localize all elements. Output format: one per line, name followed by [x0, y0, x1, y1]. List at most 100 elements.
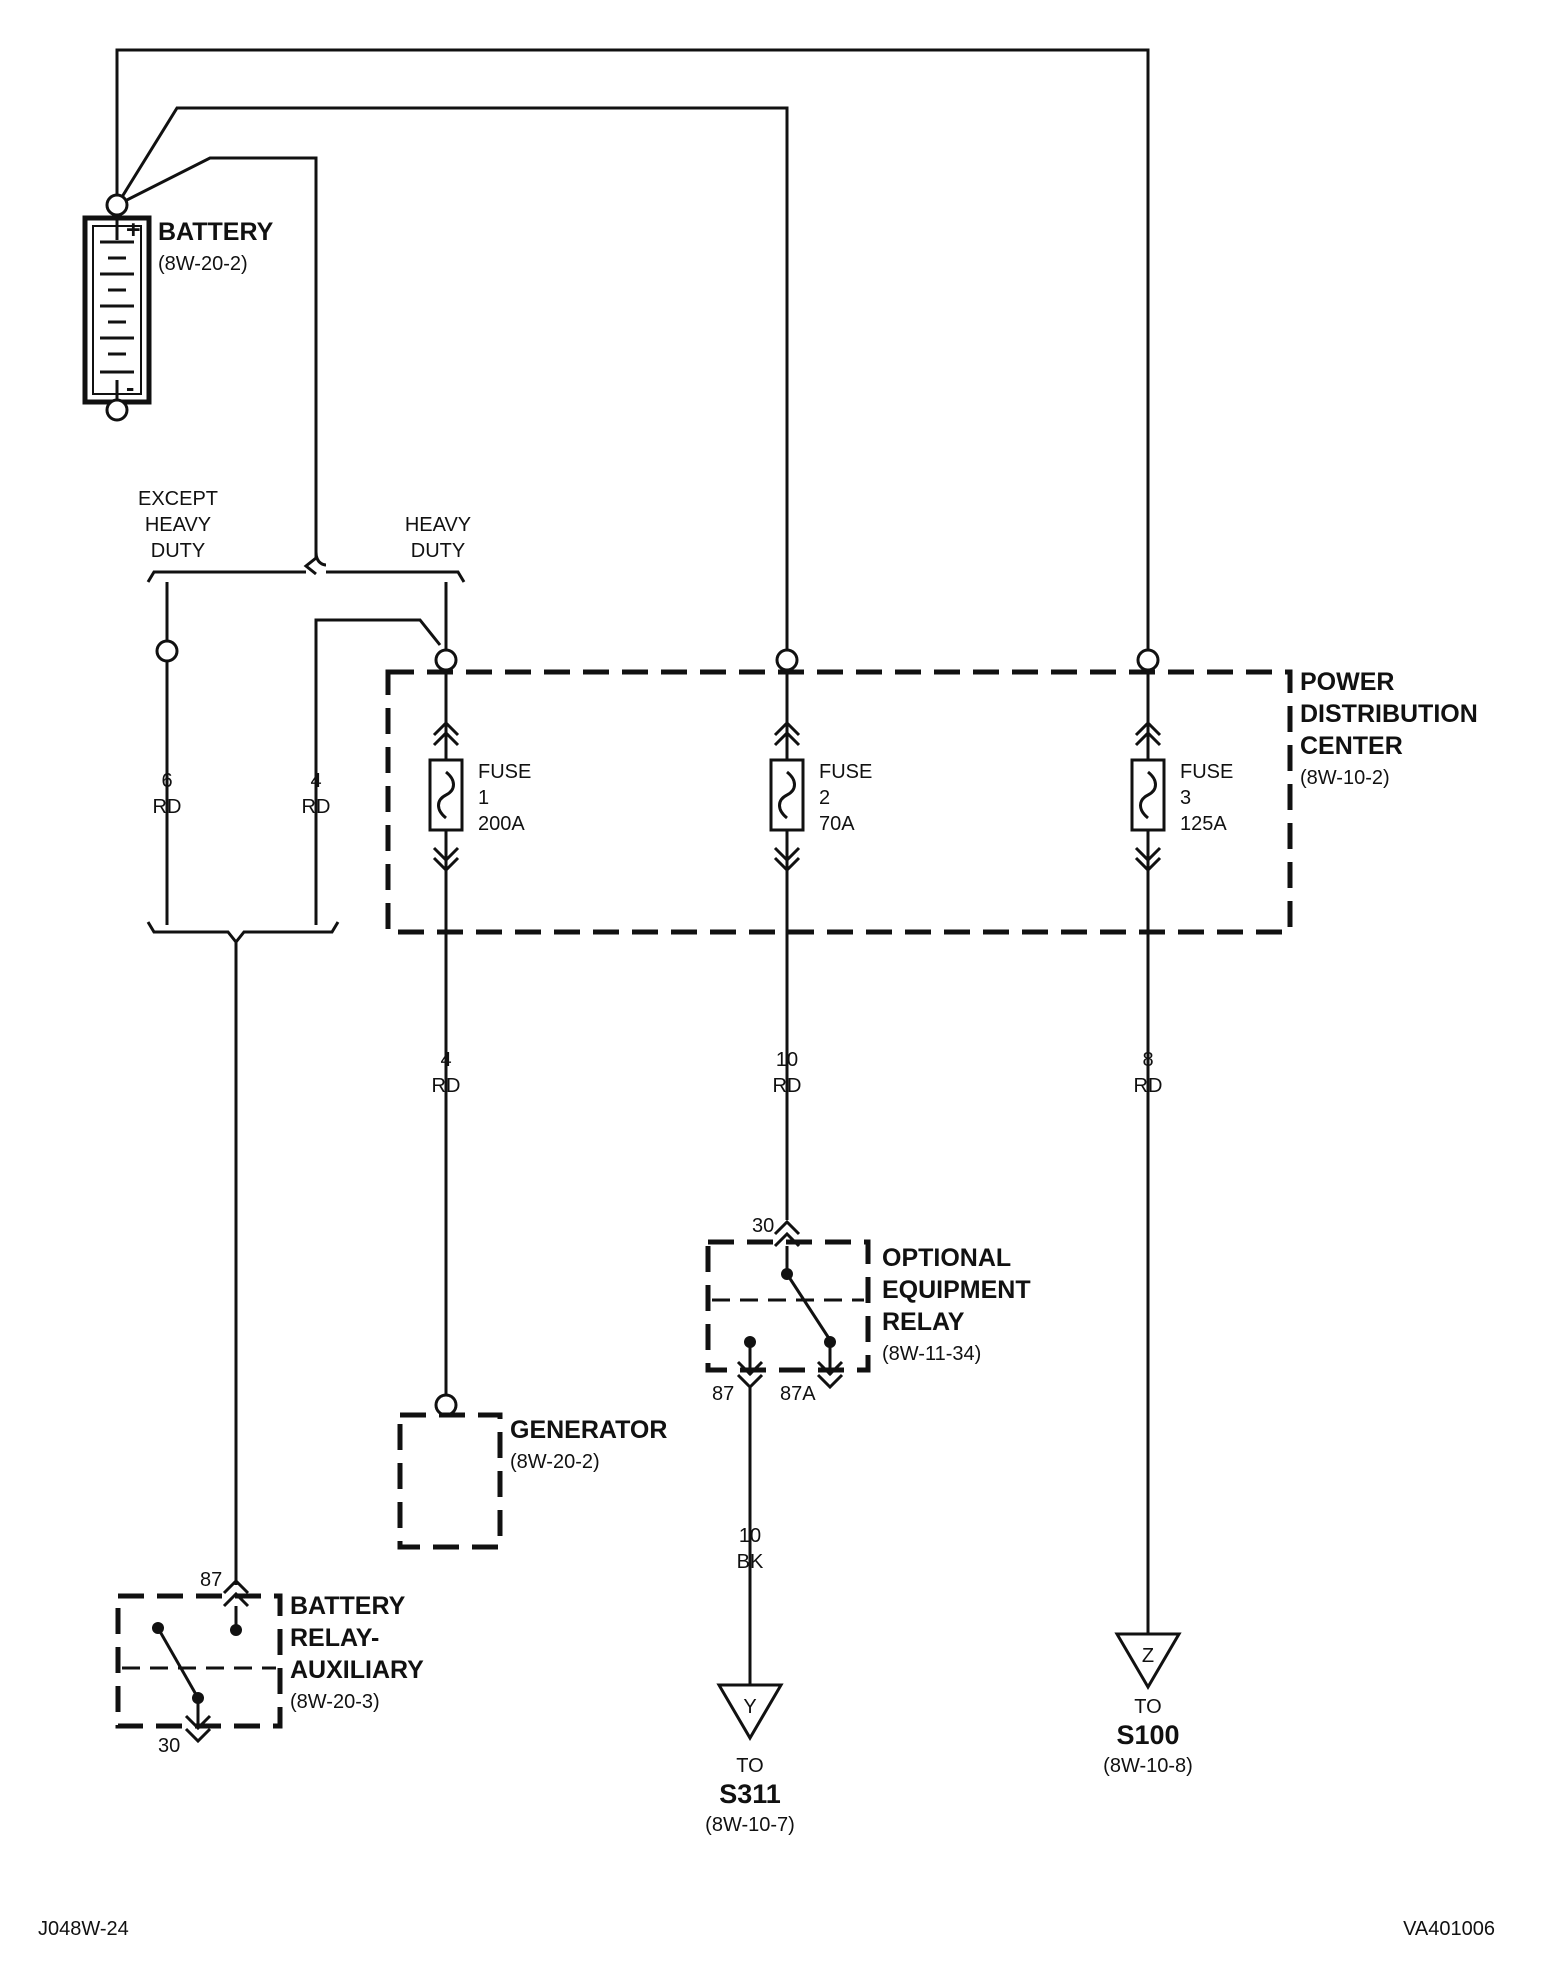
- optional-relay-pin-87: 87: [712, 1383, 734, 1405]
- except-heavy-duty-branch: 6 RD: [153, 582, 182, 925]
- connector-y-ref: (8W-10-7): [705, 1814, 795, 1836]
- footer-right-code: VA401006: [1403, 1918, 1495, 1940]
- fuse-2-rating: 70A: [819, 813, 855, 835]
- fuse-1-connector-bottom: [432, 846, 460, 873]
- connector-z: Z TO S100 (8W-10-8): [1103, 1632, 1193, 1777]
- fuse-2-element: [778, 770, 796, 820]
- connector-z-letter: Z: [1142, 1645, 1154, 1667]
- connector-y-triangle: [716, 1683, 784, 1741]
- wire-4rd-heavy-duty: [314, 618, 442, 925]
- battery: + - BATTERY (8W-20-2): [82, 48, 1150, 652]
- aux-relay-title-1: BATTERY: [290, 1592, 406, 1620]
- optional-relay-ref: (8W-11-34): [882, 1343, 981, 1365]
- brace-bottom: [146, 921, 340, 945]
- fuse-3-number: 3: [1180, 787, 1191, 809]
- except-heavy-duty-label-3: DUTY: [151, 540, 205, 562]
- connector-y-dest: S311: [719, 1779, 781, 1809]
- connector-z-triangle: [1114, 1632, 1182, 1690]
- fuse-1-rating: 200A: [478, 813, 525, 835]
- fuse-1-number: 1: [478, 787, 489, 809]
- connector-z-ref: (8W-10-8): [1103, 1755, 1193, 1777]
- optional-relay-switch-arm: [785, 1273, 832, 1341]
- wire-8rd-gauge: 8: [1142, 1049, 1153, 1071]
- heavy-duty-branch: 4 RD: [302, 582, 448, 925]
- wire-8rd-color: RD: [1134, 1075, 1163, 1097]
- optional-relay-title-2: EQUIPMENT: [882, 1276, 1031, 1304]
- fuse-1-terminal: [434, 648, 458, 672]
- pdc-title-2: DISTRIBUTION: [1300, 700, 1478, 728]
- heavy-duty-label-1: HEAVY: [405, 514, 471, 536]
- battery-positive-terminal: [105, 193, 129, 217]
- connector-z-dest: S100: [1116, 1720, 1179, 1750]
- fuse-2-connector-bottom: [773, 846, 801, 873]
- fuse-3-rating: 125A: [1180, 813, 1227, 835]
- fuse-3-element: [1139, 770, 1157, 820]
- heavy-duty-label-2: DUTY: [411, 540, 465, 562]
- except-heavy-duty-terminal: [155, 639, 179, 663]
- battery-title: BATTERY: [158, 218, 274, 246]
- aux-relay-pin-30-connector: [184, 1714, 212, 1744]
- connector-y-letter: Y: [743, 1696, 756, 1718]
- optional-equipment-relay: 30 87 87A OPTIONAL EQUIPMENT RELAY (8W-1…: [705, 1215, 1031, 1685]
- generator-terminal: [434, 1393, 458, 1417]
- wire-to-fuse-3: [115, 48, 1150, 652]
- wire-10bk-gauge: 10: [739, 1525, 761, 1547]
- fuse-1-connector-top: [432, 720, 460, 747]
- power-distribution-center: POWER DISTRIBUTION CENTER (8W-10-2): [385, 668, 1478, 935]
- brace-junction: [303, 552, 318, 576]
- battery-cells: [100, 240, 134, 374]
- aux-relay-pin-87: 87: [200, 1569, 222, 1591]
- generator-ref: (8W-20-2): [510, 1451, 600, 1473]
- pdc-title-1: POWER: [1300, 668, 1394, 696]
- wire-10rd-color: RD: [773, 1075, 802, 1097]
- aux-relay-ref: (8W-20-3): [290, 1691, 380, 1713]
- fuse-3-connector-bottom: [1134, 846, 1162, 873]
- aux-relay-title-3: AUXILIARY: [290, 1656, 424, 1684]
- generator-title: GENERATOR: [510, 1416, 667, 1444]
- fuse-1-label: FUSE: [478, 761, 531, 783]
- wire-6rd-color: RD: [153, 796, 182, 818]
- generator: GENERATOR (8W-20-2): [397, 1393, 667, 1550]
- relay-pin-87a-connector: [816, 1360, 844, 1390]
- footer-left-code: J048W-24: [38, 1918, 129, 1940]
- connector-z-to: TO: [1134, 1696, 1161, 1718]
- fuse-3-label: FUSE: [1180, 761, 1233, 783]
- fuse-1-element: [437, 770, 455, 820]
- battery-negative-terminal: [105, 398, 129, 422]
- wire-10rd-gauge: 10: [776, 1049, 798, 1071]
- wire-to-fuse-2: [115, 106, 789, 652]
- except-heavy-duty-label-1: EXCEPT: [138, 488, 218, 510]
- fuse-1-column: FUSE 1 200A 4 RD: [428, 648, 531, 1395]
- aux-relay-pin-30: 30: [158, 1735, 180, 1757]
- wire-4rd-gen-gauge: 4: [440, 1049, 451, 1071]
- except-heavy-duty-label-2: HEAVY: [145, 514, 211, 536]
- pdc-title-3: CENTER: [1300, 732, 1403, 760]
- optional-relay-pin-30: 30: [752, 1215, 774, 1237]
- battery-minus-sign: -: [126, 374, 134, 402]
- aux-relay-title-2: RELAY-: [290, 1624, 379, 1652]
- fuse-2-number: 2: [819, 787, 830, 809]
- pdc-outline: [385, 669, 1293, 935]
- fuse-3-terminal: [1136, 648, 1160, 672]
- wire-6rd-gauge: 6: [161, 770, 172, 792]
- battery-ref: (8W-20-2): [158, 253, 248, 275]
- pdc-ref: (8W-10-2): [1300, 767, 1390, 789]
- fuse-2-connector-top: [773, 720, 801, 747]
- connector-y-to: TO: [736, 1755, 763, 1777]
- generator-outline: [397, 1412, 503, 1550]
- brace-top: [146, 570, 466, 583]
- optional-relay-title-3: RELAY: [882, 1308, 965, 1336]
- fuse-2-terminal: [775, 648, 799, 672]
- wire-4rd-gen-color: RD: [432, 1075, 461, 1097]
- aux-relay-switch-arm: [156, 1627, 200, 1699]
- wire-to-battery-feed: [116, 156, 327, 567]
- optional-relay-pin-87a: 87A: [780, 1383, 816, 1405]
- optional-relay-outline: [705, 1239, 871, 1373]
- battery-body: [82, 215, 152, 405]
- wire-10bk-color: BK: [737, 1551, 764, 1573]
- fuse-3-connector-top: [1134, 720, 1162, 747]
- wire-4rd-hd-color: RD: [302, 796, 331, 818]
- battery-plus-sign: +: [126, 216, 141, 244]
- optional-relay-title-1: OPTIONAL: [882, 1244, 1011, 1272]
